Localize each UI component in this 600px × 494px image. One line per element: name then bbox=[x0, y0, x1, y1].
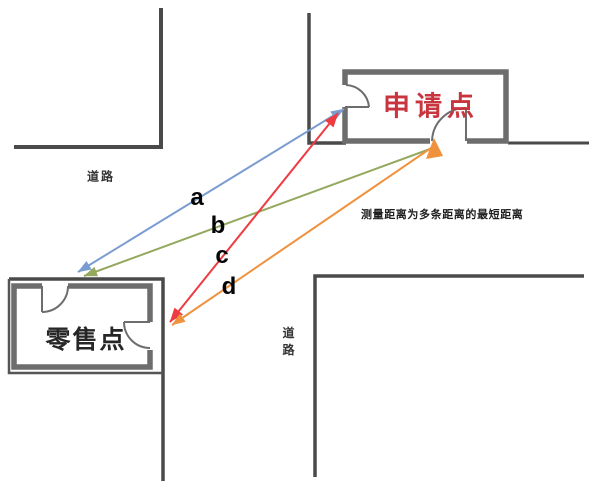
road-corner-top-left bbox=[14, 8, 163, 149]
retail-point-label: 零售点 bbox=[45, 326, 127, 354]
distance-line-d bbox=[171, 147, 432, 326]
applicant-side-door bbox=[345, 84, 370, 108]
distance-label-b: b bbox=[210, 212, 226, 239]
road-label-right-vertical: 道路 bbox=[282, 326, 295, 357]
road-corner-bottom-left bbox=[9, 277, 165, 481]
distance-line-c bbox=[169, 112, 339, 323]
distance-line-a bbox=[77, 108, 345, 273]
arrowhead-orange-large bbox=[426, 138, 443, 159]
road-corner-bottom-right bbox=[313, 274, 584, 477]
distance-label-a: a bbox=[190, 184, 204, 211]
retail-side-door bbox=[123, 321, 151, 349]
retail-building-outer-outline bbox=[7, 279, 163, 375]
applicant-building-walls bbox=[342, 69, 509, 144]
retail-top-door bbox=[41, 285, 69, 313]
distance-label-d: d bbox=[221, 273, 237, 300]
distance-label-c: c bbox=[215, 242, 229, 269]
applicant-point-label: 申请点 bbox=[383, 91, 479, 122]
road-corner-top-middle bbox=[307, 13, 346, 145]
retail-building-walls bbox=[11, 283, 153, 370]
road-label-top: 道路 bbox=[86, 169, 116, 184]
applicant-front-door bbox=[431, 107, 467, 142]
shortest-distance-note: 测量距离为多条距离的最短距离 bbox=[361, 209, 524, 221]
